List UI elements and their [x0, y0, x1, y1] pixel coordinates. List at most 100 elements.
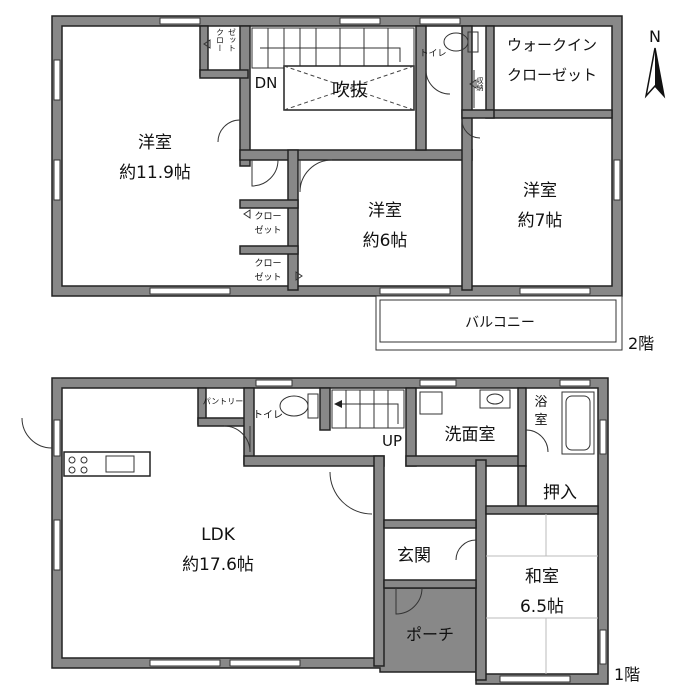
toilet-fixture-2f [443, 31, 479, 53]
label-closet-b-2: ゼット [254, 271, 281, 283]
washer-icon [419, 391, 443, 415]
window [53, 519, 61, 571]
label-stairs-up: UP [382, 432, 402, 450]
label-closet-a-2: ゼット [254, 224, 281, 236]
label-toilet-2f: トイレ [419, 49, 446, 59]
label-bath-2: 室 [534, 412, 547, 428]
closet-marker [203, 39, 211, 49]
label-western-right: 洋室 [523, 181, 557, 201]
label-balcony: バルコニー [465, 315, 535, 331]
floor2-wall [239, 149, 473, 161]
door-swing [395, 587, 423, 615]
stairs-2f [251, 27, 415, 69]
window [53, 419, 61, 457]
label-stairs-dn: DN [255, 74, 278, 92]
kitchen-counter [63, 451, 151, 477]
label-walk-in-closet-1: ウォークイン [507, 36, 597, 54]
floor2-wall [199, 25, 209, 77]
window [419, 379, 457, 387]
label-entrance: 玄関 [397, 546, 431, 566]
window [339, 17, 381, 25]
balcony [375, 295, 623, 351]
door-swing [329, 471, 373, 515]
label-japanese: 和室 [525, 567, 559, 587]
window [255, 379, 293, 387]
label-walk-in-closet-2: クローゼット [507, 66, 597, 84]
label-bath-1: 浴 [534, 395, 547, 410]
floor1-wall [383, 519, 477, 529]
floor1-wall [517, 465, 527, 511]
door-swing [299, 159, 333, 193]
label-floor-2: 2階 [628, 334, 654, 353]
floor1-wall [517, 387, 527, 467]
floor1-wall [485, 505, 599, 515]
floor-1: LDK 約17.6帖 パントリー トイレ 洗面室 浴 室 押入 玄関 和室 6.… [21, 377, 640, 685]
window [599, 419, 607, 455]
floor2-wall [415, 25, 427, 151]
closet-marker [469, 79, 477, 89]
floor2-wall [239, 199, 299, 209]
door-swing [461, 119, 481, 139]
label-oshiire: 押入 [543, 483, 577, 503]
window [149, 287, 231, 295]
floor1-wall [383, 579, 477, 589]
floor2-wall [199, 69, 249, 79]
door-swing [217, 119, 241, 143]
label-ldk: LDK [201, 525, 236, 545]
closet-marker [243, 209, 251, 219]
bathtub-icon [561, 391, 595, 455]
label-pantry: パントリー [203, 397, 243, 406]
door-swing [425, 69, 451, 95]
floor2-wall [239, 25, 251, 167]
door-swing [21, 417, 53, 449]
floor-2: 洋室 約11.9帖 洋室 約6帖 洋室 約7帖 ウォークイン クローゼット 吹抜… [51, 15, 654, 353]
closet-marker [295, 271, 303, 281]
floor2-wall [485, 25, 495, 117]
window [613, 159, 621, 201]
label-western-right-size: 約7帖 [518, 211, 563, 231]
label-storage: 収納 [476, 77, 484, 92]
label-floor-1: 1階 [614, 665, 640, 684]
door-swing [223, 425, 251, 453]
void-area [283, 65, 415, 111]
floor1-wall [319, 387, 331, 431]
window [419, 17, 461, 25]
tatami-lines [486, 514, 598, 674]
window [149, 659, 221, 667]
floor1-wall [243, 455, 385, 467]
label-closet-vertical-2: ゼット [228, 28, 237, 52]
label-ldk-size: 約17.6帖 [182, 555, 254, 575]
window [379, 287, 451, 295]
floor2-wall [485, 109, 613, 119]
stairs-1f [331, 389, 405, 429]
label-closet-vertical-1: クロー [216, 28, 225, 52]
floor1-wall [475, 459, 487, 681]
window [599, 629, 607, 665]
label-western-mid-size: 約6帖 [363, 231, 408, 251]
label-porch: ポーチ [406, 625, 454, 644]
floor1-wall [243, 387, 255, 465]
floor1-wall [373, 455, 385, 667]
label-western-large-size: 約11.9帖 [119, 163, 191, 183]
window [159, 17, 201, 25]
floor2-wall [461, 109, 495, 119]
floor2-wall [287, 149, 299, 291]
floor2-wall [461, 25, 473, 291]
window [559, 379, 591, 387]
sink-icon [479, 389, 511, 409]
label-closet-a-1: クロー [254, 211, 281, 222]
compass: N [644, 27, 666, 99]
label-western-mid: 洋室 [368, 201, 402, 221]
floor1-wall [197, 417, 249, 427]
floor1-wall [405, 387, 417, 467]
label-closet-b-1: クロー [254, 258, 281, 269]
window [229, 659, 301, 667]
door-swing [251, 159, 279, 187]
window [53, 159, 61, 201]
label-toilet-1f: トイレ [253, 410, 283, 421]
compass-label: N [649, 27, 661, 46]
label-western-large: 洋室 [138, 133, 172, 153]
window [519, 287, 591, 295]
window [499, 675, 571, 683]
